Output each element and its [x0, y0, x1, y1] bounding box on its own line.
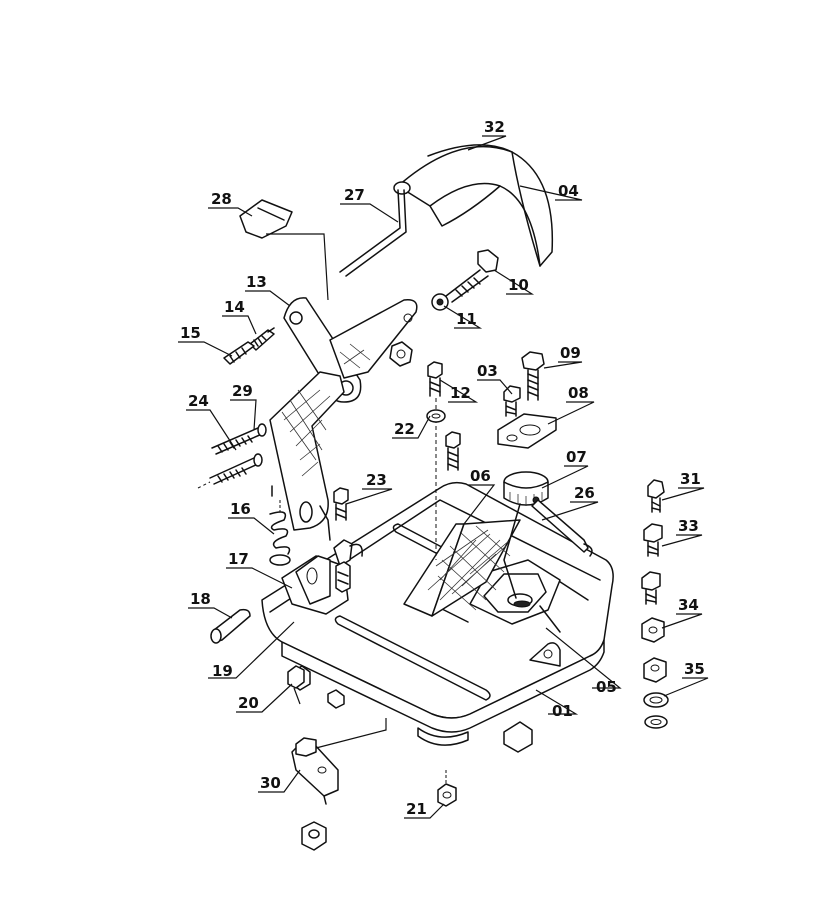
label-34: 34	[678, 596, 699, 614]
bolt-34	[641, 571, 661, 605]
label-12: 12	[450, 384, 471, 402]
label-01: 01	[552, 702, 573, 720]
label-33: 33	[678, 517, 699, 535]
screw-06-pin	[445, 431, 461, 471]
label-32: 32	[484, 118, 505, 136]
label-17: 17	[228, 550, 249, 568]
label-24: 24	[188, 392, 209, 410]
vise-jaw	[403, 519, 521, 617]
pin-15	[223, 341, 255, 365]
label-04: 04	[558, 182, 579, 200]
label-35: 35	[684, 660, 705, 678]
label-06: 06	[470, 467, 491, 485]
label-09: 09	[560, 344, 581, 362]
label-19: 19	[212, 662, 233, 680]
clip-28	[239, 199, 329, 301]
washer-22	[426, 409, 446, 423]
washer-35b	[644, 715, 668, 729]
label-18: 18	[190, 590, 211, 608]
swing-arm	[283, 297, 418, 403]
label-10: 10	[508, 276, 529, 294]
label-15: 15	[180, 324, 201, 342]
spring-wire	[339, 189, 407, 277]
spring-16	[269, 500, 291, 566]
label-28: 28	[211, 190, 232, 208]
bolt-31	[647, 479, 665, 513]
pivot-plate	[469, 559, 561, 633]
label-05: 05	[596, 678, 617, 696]
label-08: 08	[568, 384, 589, 402]
label-23: 23	[366, 471, 387, 489]
nut-35	[643, 657, 667, 683]
washer-35a	[643, 692, 669, 708]
spring-24	[197, 453, 263, 489]
clamp-plate	[497, 413, 557, 449]
label-22: 22	[394, 420, 415, 438]
blade-guard	[393, 144, 554, 267]
nut-34	[641, 617, 665, 643]
vise-screw	[503, 471, 593, 599]
label-26: 26	[574, 484, 595, 502]
nut-20	[287, 665, 305, 705]
label-31: 31	[680, 470, 701, 488]
label-leaders	[178, 135, 709, 819]
pin-14	[249, 327, 275, 351]
part-labels: 32 04 27 28 13 10 11 14 15 03 09 12 08 2…	[180, 118, 705, 818]
label-13: 13	[246, 273, 267, 291]
label-14: 14	[224, 298, 245, 316]
label-03: 03	[477, 362, 498, 380]
screw-12	[427, 361, 443, 560]
clamp-30	[291, 718, 387, 805]
label-21: 21	[406, 800, 427, 818]
bolt-23	[333, 487, 351, 593]
motor-arm	[269, 371, 345, 541]
label-07: 07	[566, 448, 587, 466]
label-29: 29	[232, 382, 253, 400]
label-11: 11	[456, 310, 477, 328]
bolt-33	[643, 523, 663, 557]
bolt-09	[521, 351, 545, 401]
label-27: 27	[344, 186, 365, 204]
hinge-bracket	[281, 539, 363, 615]
spring-29	[211, 423, 267, 455]
bolt-03	[503, 385, 521, 417]
pin-18	[210, 608, 251, 644]
nut-30	[301, 821, 327, 851]
nut-21	[437, 770, 457, 807]
label-30: 30	[260, 774, 281, 792]
label-16: 16	[230, 500, 251, 518]
bolt-10	[445, 249, 499, 303]
label-20: 20	[238, 694, 259, 712]
